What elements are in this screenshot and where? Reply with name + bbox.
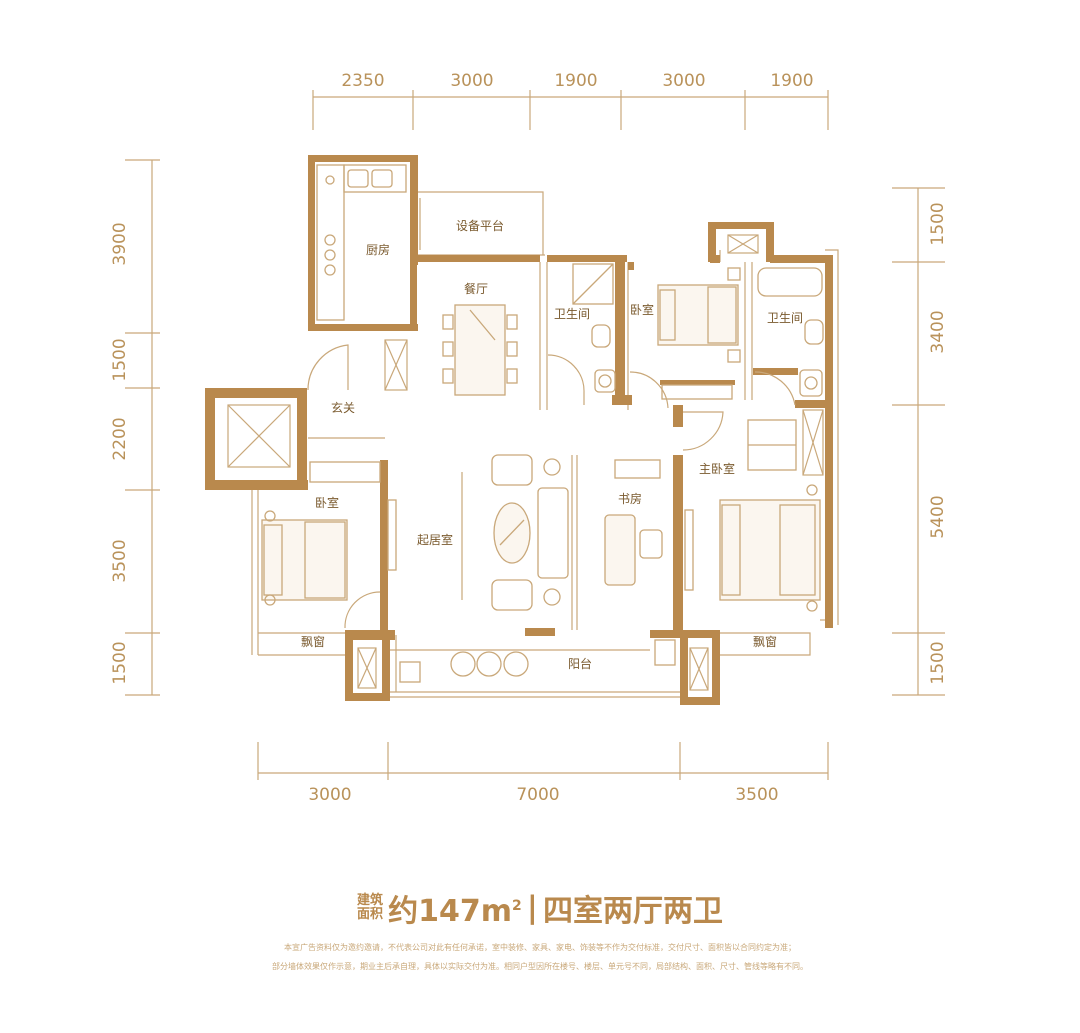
dim-bottom-1: 3000 bbox=[308, 785, 351, 805]
shafts bbox=[227, 234, 824, 691]
west-bedroom-furniture bbox=[261, 461, 397, 606]
floor-plan-drawing: 2350 3000 1900 3000 1900 3000 7000 3500 … bbox=[110, 71, 948, 805]
label-master-bedroom: 主卧室 bbox=[699, 461, 735, 476]
layout-type: 四室两厅两卫 bbox=[542, 894, 723, 929]
dim-right-4: 1500 bbox=[928, 641, 948, 684]
dim-left-4: 3500 bbox=[110, 539, 130, 582]
dim-right-2: 3400 bbox=[928, 310, 948, 353]
right-dimension-bar: 1500 3400 5400 1500 bbox=[892, 187, 948, 696]
bottom-dimension-bar: 3000 7000 3500 bbox=[257, 742, 829, 805]
dim-left-1: 3900 bbox=[110, 222, 130, 265]
label-study: 书房 bbox=[618, 491, 642, 506]
label-bathroom-1: 卫生间 bbox=[554, 307, 590, 321]
left-dimension-bar: 3900 1500 2200 3500 1500 bbox=[110, 159, 160, 696]
master-bedroom-furniture bbox=[684, 419, 821, 612]
main-walls bbox=[205, 155, 833, 705]
doors bbox=[307, 198, 796, 629]
bathroom-1-fixtures bbox=[572, 263, 616, 393]
dim-bottom-3: 3500 bbox=[735, 785, 778, 805]
dim-right-1: 1500 bbox=[928, 202, 948, 245]
bathroom-2-fixtures bbox=[757, 267, 824, 397]
dim-top-5: 1900 bbox=[770, 71, 813, 91]
label-bathroom-2: 卫生间 bbox=[767, 311, 803, 325]
area-value-number: 约147m bbox=[388, 894, 513, 929]
study-furniture bbox=[604, 459, 663, 586]
dim-top-4: 3000 bbox=[662, 71, 705, 91]
label-living-room: 起居室 bbox=[417, 532, 453, 547]
dim-right-3: 5400 bbox=[928, 495, 948, 538]
label-kitchen: 厨房 bbox=[366, 242, 390, 257]
disclaimer: 本宣广告资料仅为邀约邀请，不代表公司对此有任何承诺，室中装修、家具、家电、饰装等… bbox=[0, 938, 1080, 976]
dim-left-3: 2200 bbox=[110, 417, 130, 460]
area-summary: 建筑面积 约147m2 | 四室两厅两卫 bbox=[0, 886, 1080, 930]
room-labels: 厨房 设备平台 餐厅 卫生间 卧室 卫生间 玄关 主卧室 卧室 起居室 书房 飘… bbox=[301, 218, 803, 671]
label-entrance: 玄关 bbox=[331, 400, 355, 415]
area-label-line2: 面积 bbox=[357, 907, 384, 922]
kitchen-fixtures bbox=[316, 164, 407, 321]
dim-top-2: 3000 bbox=[450, 71, 493, 91]
area-value-superscript: 2 bbox=[512, 898, 522, 914]
label-bedroom-west: 卧室 bbox=[315, 495, 339, 510]
dim-left-5: 1500 bbox=[110, 641, 130, 684]
dim-left-2: 1500 bbox=[110, 338, 130, 381]
dim-top-3: 1900 bbox=[554, 71, 597, 91]
label-dining: 餐厅 bbox=[464, 281, 488, 296]
dining-table bbox=[442, 304, 518, 396]
north-bedroom-furniture bbox=[657, 267, 741, 400]
label-bay-window-left: 飘窗 bbox=[301, 635, 325, 649]
dim-bottom-2: 7000 bbox=[516, 785, 559, 805]
label-equipment-platform: 设备平台 bbox=[456, 218, 504, 233]
summary-separator: | bbox=[526, 890, 538, 926]
label-bedroom-north: 卧室 bbox=[630, 302, 654, 317]
living-room-furniture bbox=[461, 454, 569, 611]
disclaimer-line-1: 本宣广告资料仅为邀约邀请，不代表公司对此有任何承诺，室中装修、家具、家电、饰装等… bbox=[284, 943, 796, 952]
area-label-line1: 建筑 bbox=[357, 893, 384, 908]
area-label: 建筑面积 bbox=[357, 894, 383, 922]
dim-top-1: 2350 bbox=[341, 71, 384, 91]
label-balcony: 阳台 bbox=[568, 656, 592, 671]
top-dimension-bar: 2350 3000 1900 3000 1900 bbox=[312, 71, 829, 130]
balcony-furniture bbox=[399, 639, 676, 683]
label-bay-window-right: 飘窗 bbox=[753, 635, 777, 649]
area-value: 约147m2 bbox=[388, 894, 522, 929]
disclaimer-line-2: 部分墙体效果仅作示意，期业主后承自理，具体以实际交付为准。相同户型因所在楼号、楼… bbox=[272, 962, 808, 971]
